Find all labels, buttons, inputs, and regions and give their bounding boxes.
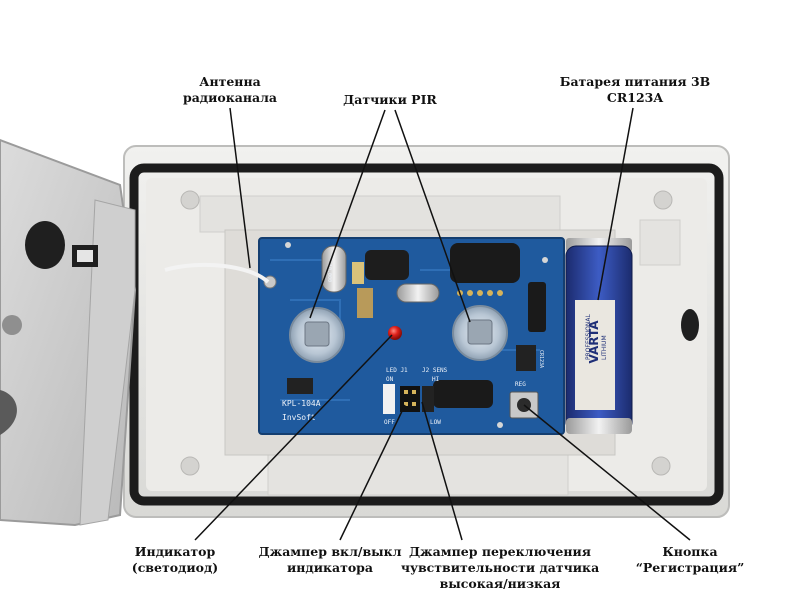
leader-indicator xyxy=(194,334,393,541)
board-silkscreen: KPL-104A InvSoft LED J1 J2 SENS ON HI OF… xyxy=(282,264,544,426)
board-crystal-label: 10.000 xyxy=(326,264,332,282)
board-on: ON xyxy=(386,376,394,383)
label-battery: Батарея питания 3В CR123A xyxy=(559,74,711,105)
battery-line1: PROFESSIONAL xyxy=(585,314,592,360)
housing-lid xyxy=(0,138,137,527)
label-antenna: Антенна радиоканала xyxy=(182,74,278,105)
circuit-board xyxy=(258,237,565,435)
battery-brand: VARTA xyxy=(587,320,601,364)
leader-battery xyxy=(597,107,634,301)
board-maker: InvSoft xyxy=(282,413,316,422)
leader-pir-right xyxy=(394,109,471,323)
leader-antenna xyxy=(229,107,251,269)
leader-reg xyxy=(523,404,691,541)
leader-pir-left xyxy=(309,109,386,319)
leader-jumper-led xyxy=(339,404,406,541)
board-hi: HI xyxy=(432,376,440,383)
battery: VARTA PROFESSIONAL LITHIUM xyxy=(565,238,633,434)
label-jumper-sens: Джампер переключения чувствительности да… xyxy=(400,544,600,591)
battery-line2: LITHIUM xyxy=(601,335,608,360)
label-jumper-led: Джампер вкл/выкл индикатора xyxy=(258,544,402,575)
board-led-j1: LED J1 xyxy=(386,367,408,374)
antenna-wire xyxy=(164,262,270,284)
label-reg-button: Кнопка “Регистрация” xyxy=(635,544,745,575)
label-indicator: Индикатор (светодиод) xyxy=(131,544,219,575)
board-low: LOW xyxy=(430,419,441,426)
board-model: KPL-104A xyxy=(282,399,321,408)
board-j2-sens: J2 SENS xyxy=(422,367,448,374)
board-reg: REG xyxy=(515,381,526,388)
leader-jumper-sens xyxy=(421,401,463,541)
label-pir: Датчики PIR xyxy=(343,92,437,107)
board-off: OFF xyxy=(384,419,395,426)
callout-lines xyxy=(194,107,691,541)
board-chip-label: CR123A xyxy=(538,350,544,368)
